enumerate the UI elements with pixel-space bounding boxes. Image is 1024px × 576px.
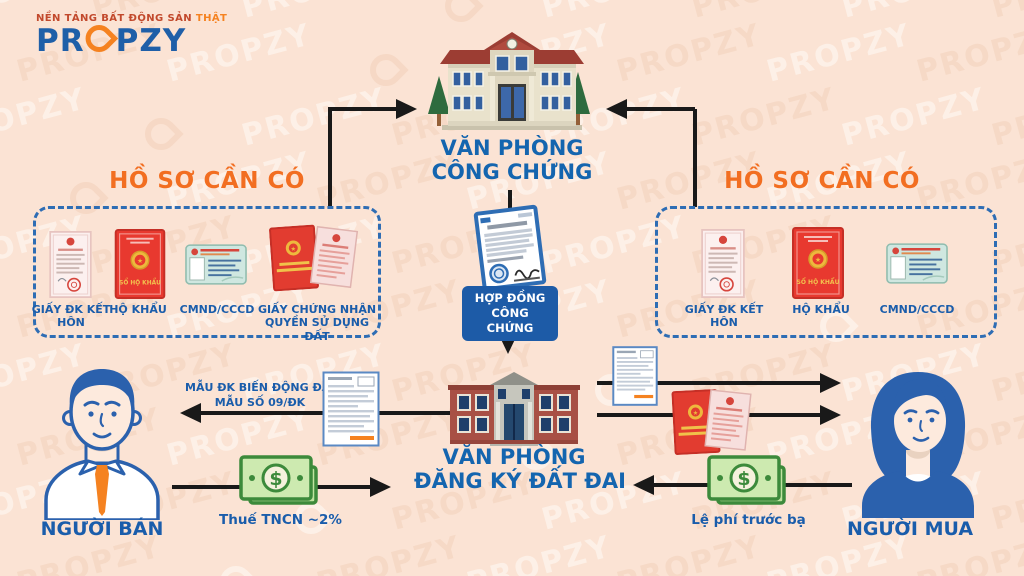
registration-form-note-line1: MẪU ĐK BIẾN ĐỘNG ĐẤT ĐAI [185,381,364,394]
money-icon: $ [239,455,318,505]
buyer-label: NGƯỜI MUA [846,518,974,540]
id-card-icon [185,244,247,285]
watermark-text: PROPZY [987,337,1024,410]
map-pin-icon [79,19,118,58]
watermark-text: PROPZY [538,0,690,26]
money-icon: $ [707,455,786,505]
svg-text:SỔ HỘ KHẨU: SỔ HỘ KHẨU [797,278,840,286]
watermark-text: PROPZY [987,81,1024,154]
watermark-text: PROPZY [238,0,390,26]
watermark-text: PROPZY [912,17,1024,90]
watermark-text: PROPZY [237,81,391,154]
buyer-docs-connector-horizontal [627,107,695,111]
watermark-text: PROPZY [762,17,916,90]
watermark-text: PROPZY [687,81,841,154]
watermark-pin-icon [438,0,484,29]
logo-tagline-main: NỀN TẢNG BẤT ĐỘNG SẢN [36,13,192,24]
arrow-right-icon [396,99,417,119]
registered-form-icon [612,346,658,406]
buyer-person-icon [862,372,974,518]
seller-docs-connector-horizontal [328,107,398,111]
watermark-text: PROPZY [0,81,91,154]
land-office-title-line1: VĂN PHÒNG [442,445,586,469]
watermark-text: PROPZY [988,0,1024,26]
watermark-text: PROPZY [612,529,766,576]
doc-label-household-seller: HỘ KHẨU [109,303,167,316]
seller-docs-connector-vertical [328,109,332,207]
id-card-icon [886,243,948,284]
watermark-text: PROPZY [312,529,466,576]
svg-text:SỔ HỘ KHẨU: SỔ HỘ KHẨU [119,278,161,286]
svg-text:$: $ [737,468,750,490]
svg-text:★: ★ [815,256,821,264]
arrow-left-icon [180,403,201,423]
land-office-to-buyer-line-1 [597,381,822,385]
seller-fee-label: Thuế TNCN ~2% [219,512,342,528]
svg-text:★: ★ [137,257,143,265]
watermark-pin-icon [363,47,409,93]
svg-text:$: $ [269,468,282,490]
land-certificate-pink-page-icon [309,225,359,289]
logo-brand-prefix: PR [36,23,85,59]
watermark-pin-icon [138,111,184,157]
seller-docs-box [33,206,381,338]
buyer-docs-title: HỒ SƠ CẦN CÓ [724,168,920,194]
svg-text:★: ★ [693,410,699,417]
marriage-certificate-icon [701,229,745,298]
buyer-fee-label: Lệ phí trước bạ [691,512,806,528]
notary-office-building-icon [428,32,590,130]
land-certificate-pink-page-icon [704,389,752,451]
land-certificate-icon: ★ [269,224,319,292]
registration-form-note: MẪU ĐK BIẾN ĐỘNG ĐẤT ĐAI MẪU SỐ 09/ĐK [185,381,364,411]
notary-office-title: VĂN PHÒNG CÔNG CHỨNG [412,136,612,184]
watermark-text: PROPZY [838,0,990,26]
arrow-left-icon [606,99,627,119]
doc-label-household-buyer: HỘ KHẨU [792,303,850,316]
registration-form-note-line2: MẪU SỐ 09/ĐK [214,395,306,409]
notary-office-title-line2: CÔNG CHỨNG [431,160,593,185]
doc-label-idcard-buyer: CMND/CCCD [879,303,955,316]
seller-person-icon [44,369,160,520]
household-book-icon: ★ SỔ HỘ KHẨU [114,229,166,299]
logo-tagline-highlight: THẬT [195,13,228,24]
logo-tagline: NỀN TẢNG BẤT ĐỘNG SẢN THẬT [36,13,227,24]
doc-label-landcert-seller: GIẤY CHỨNG NHẬN QUYỀN SỬ DỤNG ĐẤT [257,303,377,343]
seller-label: NGƯỜI BÁN [40,518,164,540]
watermark-text: PROPZY [612,17,766,90]
svg-text:★: ★ [290,246,296,253]
watermark-text: PROPZY [837,81,991,154]
arrow-left-icon [633,475,654,495]
seller-docs-title: HỒ SƠ CẦN CÓ [109,168,305,194]
land-office-title-line2: ĐĂNG KÝ ĐẤT ĐAI [414,469,626,494]
logo-brand: PR PZY [36,19,227,59]
logo-brand-suffix: PZY [115,23,187,59]
notarized-contract-icon [473,204,547,292]
land-office-title: VĂN PHÒNG ĐĂNG KÝ ĐẤT ĐAI [414,445,626,494]
arrow-right-icon [820,405,841,425]
propzy-logo: NỀN TẢNG BẤT ĐỘNG SẢN THẬT PR PZY [36,13,227,58]
doc-label-marriage-seller: GIẤY ĐK KẾT HÔN [31,303,111,330]
marriage-certificate-icon [49,231,92,298]
buyer-docs-box [655,206,997,338]
arrow-right-icon [820,373,841,393]
land-change-form-icon [322,371,380,447]
watermark-text: PROPZY [987,465,1024,538]
buyer-docs-connector-vertical [693,109,697,207]
doc-label-marriage-buyer: GIẤY ĐK KẾT HÔN [684,303,764,330]
land-office-building-icon [448,372,580,446]
notary-office-title-line1: VĂN PHÒNG [440,136,584,160]
watermark-text: PROPZY [688,0,840,26]
arrow-right-icon [370,477,391,497]
contract-badge: HỢP ĐỒNG CÔNG CHỨNG [462,286,558,341]
watermark-pin-icon [213,559,259,576]
doc-label-idcard-seller: CMND/CCCD [179,303,255,316]
household-book-icon: ★ SỔ HỘ KHẨU [792,227,844,299]
watermark-text: PROPZY [462,529,616,576]
